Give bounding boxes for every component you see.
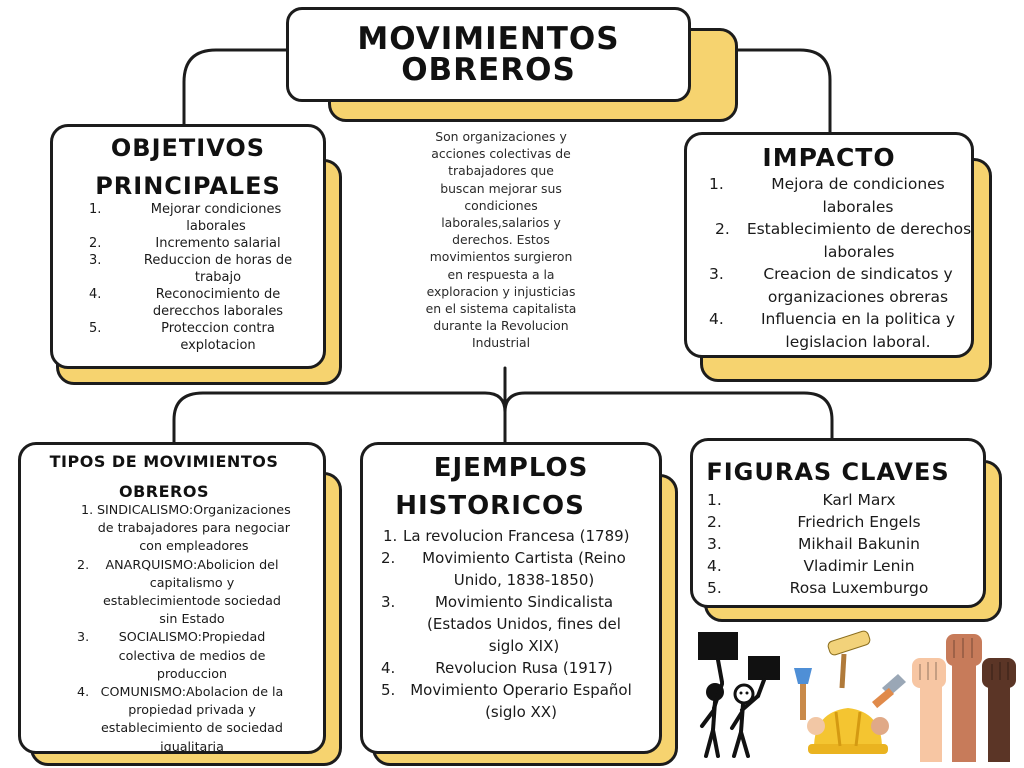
- item-text: Movimiento Operario Español (siglo XX): [410, 681, 632, 721]
- item-number: 1.: [709, 175, 724, 193]
- list-item: 5. Movimiento Operario Español (siglo XX): [363, 679, 663, 723]
- item-text: Friedrich Engels: [797, 513, 921, 531]
- item-number: 4.: [709, 310, 724, 328]
- types-list: 1.SINDICALISMO:Organizaciones de trabaja…: [73, 501, 291, 756]
- list-item: 4. Vladimir Lenin: [693, 555, 983, 577]
- item-text: Establecimiento de derechos laborales: [746, 220, 972, 261]
- item-text: ANARQUISMO:Abolicion del capitalismo y e…: [103, 556, 281, 627]
- examples-heading: EJEMPLOS HISTORICOS: [363, 449, 659, 525]
- list-item: 1. Mejorar condiciones laborales: [53, 201, 309, 235]
- item-number: 4.: [707, 557, 722, 575]
- item-text: Reconocimiento de derecchos laborales: [152, 287, 284, 319]
- impact-list: 1. Mejora de condiciones laborales 2. Esta…: [687, 173, 973, 353]
- list-item: 1.SINDICALISMO:Organizaciones de trabaja…: [73, 501, 291, 556]
- item-number: 5.: [89, 321, 102, 336]
- list-item: 5. Rosa Luxemburgo: [693, 577, 983, 599]
- list-item: 2. ANARQUISMO:Abolicion del capitalismo y…: [73, 556, 289, 629]
- list-item: 3. Reduccion de horas de trabajo: [53, 252, 309, 286]
- list-item: 3. Movimiento Sindicalista (Estados Unido…: [363, 591, 663, 657]
- list-item: 3. SOCIALISMO:Propiedad colectiva de medi…: [73, 628, 289, 683]
- item-text: Incremento salarial: [155, 236, 281, 251]
- list-item: 4. COMUNISMO:Abolacion de la propiedad pr…: [73, 683, 289, 756]
- objectives-card: OBJETIVOS PRINCIPALES 1. Mejorar condicio…: [50, 124, 326, 369]
- item-text: Mikhail Bakunin: [798, 535, 920, 553]
- item-text: Movimiento Cartista (Reino Unido, 1838-1…: [422, 549, 626, 589]
- item-text: SINDICALISMO:Organizaciones de trabajado…: [97, 502, 291, 554]
- examples-heading-line1: EJEMPLOS: [433, 453, 589, 483]
- types-heading-line1: TIPOS DE MOVIMIENTOS: [49, 452, 279, 471]
- list-item: 2. Friedrich Engels: [693, 511, 983, 533]
- list-item: 4. Reconocimiento de derecchos laborales: [53, 286, 309, 320]
- list-item: 2. Incremento salarial: [53, 235, 309, 252]
- figures-card: FIGURAS CLAVES 1. Karl Marx 2. Friedrich E…: [690, 438, 986, 608]
- examples-card: EJEMPLOS HISTORICOS 1. La revolucion Fran…: [360, 442, 662, 754]
- objectives-heading-line2: PRINCIPALES: [95, 172, 281, 200]
- item-text: SOCIALISMO:Propiedad colectiva de medios…: [118, 629, 266, 681]
- impact-card: IMPACTO 1. Mejora de condiciones laborale…: [684, 132, 974, 358]
- objectives-list: 1. Mejorar condiciones laborales 2. Increm…: [53, 201, 309, 354]
- item-number: 1.: [707, 491, 722, 509]
- item-text: Creacion de sindicatos y organizaciones …: [763, 265, 953, 306]
- item-text: Vladimir Lenin: [803, 557, 915, 575]
- item-text: Mejorar condiciones laborales: [150, 202, 282, 234]
- worker-tools-icon: [794, 630, 906, 754]
- item-text: COMUNISMO:Abolacion de la propiedad priv…: [100, 684, 284, 754]
- list-item: 4. Influencia en la politica y legislacio…: [687, 308, 973, 353]
- figures-list: 1. Karl Marx 2. Friedrich Engels 3. Mikhail…: [693, 489, 983, 599]
- list-item: 1. Mejora de condiciones laborales: [687, 173, 973, 218]
- item-number: 3.: [77, 629, 90, 645]
- item-number: 3.: [381, 593, 396, 611]
- item-text: Rosa Luxemburgo: [789, 579, 929, 597]
- main-title-box: MOVIMIENTOS OBREROS: [286, 7, 691, 102]
- impact-heading: IMPACTO: [762, 143, 896, 172]
- item-text: La revolucion Francesa (1789): [403, 527, 630, 545]
- item-number: 2.: [77, 556, 90, 572]
- item-number: 3.: [707, 535, 722, 553]
- page-title: MOVIMIENTOS OBREROS: [357, 20, 620, 88]
- types-heading-line2: OBREROS: [119, 482, 209, 501]
- objectives-heading-line1: OBJETIVOS: [110, 134, 266, 162]
- item-number: 1.: [81, 502, 94, 517]
- raised-fists-icon: [912, 634, 1016, 762]
- item-number: 4.: [381, 659, 396, 677]
- item-number: 4.: [77, 684, 90, 700]
- item-text: Influencia en la politica y legislacion …: [760, 310, 956, 351]
- list-item: 2. Establecimiento de derechos laborales: [687, 218, 973, 263]
- protesters-with-signs-icon: [698, 632, 780, 758]
- examples-list: 1. La revolucion Francesa (1789) 2. Movimi…: [363, 525, 663, 723]
- figures-heading: FIGURAS CLAVES: [706, 458, 950, 486]
- item-number: 5.: [381, 681, 396, 699]
- item-number: 1.: [383, 527, 398, 545]
- list-item: 5. Proteccion contra explotacion: [53, 320, 309, 354]
- item-text: Movimiento Sindicalista (Estados Unidos,…: [427, 593, 621, 655]
- list-item: 1. La revolucion Francesa (1789): [363, 525, 663, 547]
- item-text: Mejora de condiciones laborales: [771, 175, 945, 216]
- item-number: 3.: [89, 253, 102, 268]
- item-number: 1.: [89, 202, 102, 217]
- item-number: 2.: [707, 513, 722, 531]
- list-item: 4. Revolucion Rusa (1917): [363, 657, 663, 679]
- list-item: 3. Creacion de sindicatos y organizacione…: [687, 263, 973, 308]
- examples-heading-line2: HISTORICOS: [395, 491, 585, 521]
- item-number: 5.: [707, 579, 722, 597]
- description-text: Son organizaciones y acciones colectivas…: [425, 129, 577, 351]
- list-item: 2. Movimiento Cartista (Reino Unido, 1838…: [363, 547, 663, 591]
- item-text: Karl Marx: [822, 491, 896, 509]
- list-item: 3. Mikhail Bakunin: [693, 533, 983, 555]
- item-text: Revolucion Rusa (1917): [435, 659, 613, 677]
- list-item: 1. Karl Marx: [693, 489, 983, 511]
- item-number: 3.: [709, 265, 724, 283]
- item-text: Reduccion de horas de trabajo: [143, 253, 293, 285]
- item-number: 2.: [381, 549, 396, 567]
- item-number: 2.: [715, 220, 730, 238]
- item-number: 4.: [89, 287, 102, 302]
- item-number: 2.: [89, 236, 102, 251]
- objectives-heading: OBJETIVOS PRINCIPALES: [53, 129, 323, 205]
- types-heading: TIPOS DE MOVIMIENTOS OBREROS: [21, 447, 307, 507]
- item-text: Proteccion contra explotacion: [161, 321, 275, 353]
- types-card: TIPOS DE MOVIMIENTOS OBREROS 1.SINDICALI…: [18, 442, 326, 754]
